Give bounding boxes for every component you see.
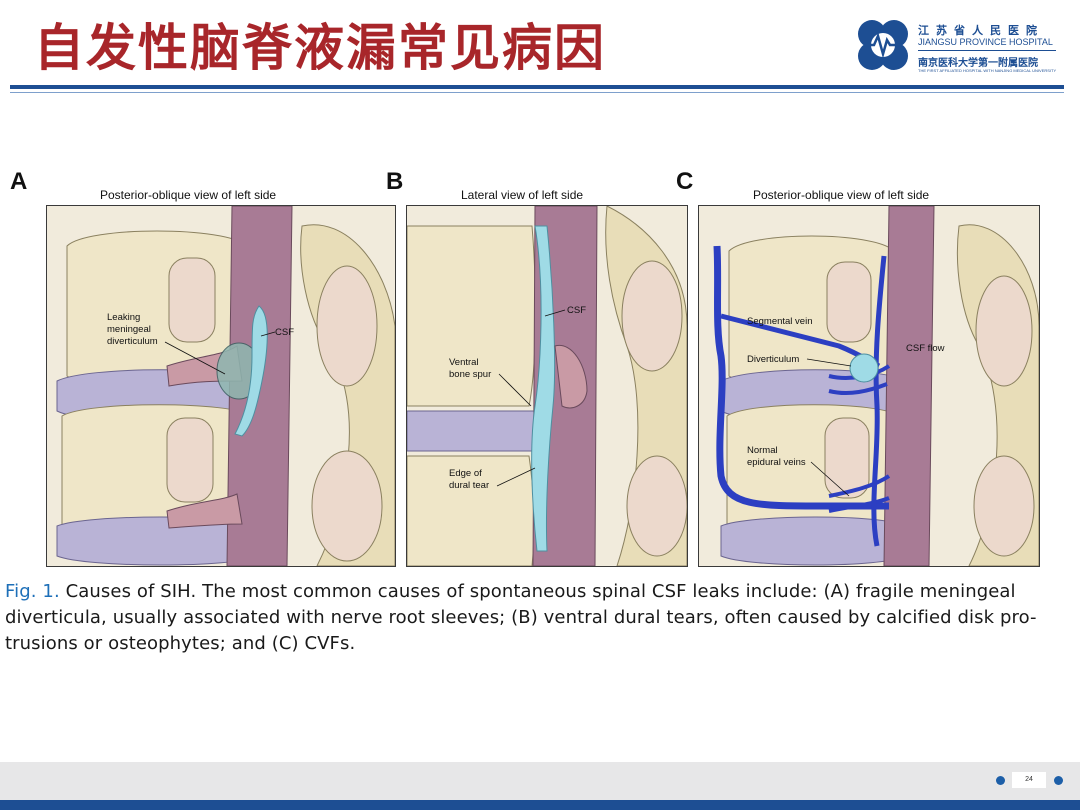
panel-b-illustration: CSF Ventral bone spur Edge of dural tear	[406, 205, 688, 567]
panel-c-label-csf-flow: CSF flow	[906, 343, 945, 354]
hospital-name-en: JIANGSU PROVINCE HOSPITAL	[918, 37, 1053, 47]
panel-a-label-leaking: Leaking	[107, 312, 140, 323]
panel-c-view-title: Posterior-oblique view of left side	[753, 188, 930, 202]
header-divider	[10, 85, 1064, 89]
hospital-logo-icon	[858, 20, 908, 70]
panel-c-letter: C	[676, 168, 694, 195]
logo-divider	[918, 50, 1056, 51]
panel-b-label-ventral: Ventral	[449, 357, 479, 368]
footer-bar	[0, 800, 1080, 810]
panel-a-view-title: Posterior-oblique view of left side	[100, 188, 277, 202]
panel-b-view-title: Lateral view of left side	[461, 188, 584, 202]
caption-line-2: diverticula, usually associated with ner…	[5, 607, 1037, 628]
panel-a-label-diverticulum: diverticulum	[107, 336, 158, 347]
hospital-logo: 江苏省人民医院 JIANGSU PROVINCE HOSPITAL 南京医科大学…	[856, 18, 1066, 74]
figure-caption: Fig. 1. Causes of SIH. The most common c…	[5, 579, 1065, 657]
university-name-en: THE FIRST AFFILIATED HOSPITAL WITH NANJI…	[918, 68, 1057, 73]
footer-dot-left-icon	[996, 776, 1005, 785]
header-divider-thin	[10, 92, 1064, 93]
panel-b-letter: B	[386, 168, 404, 195]
panel-a-letter: A	[10, 168, 28, 195]
slide-title: 自发性脑脊液漏常见病因	[34, 19, 606, 77]
panel-c-label-segmental-vein: Segmental vein	[747, 316, 812, 327]
caption-line-3: trusions or osteophytes; and (C) CVFs.	[5, 633, 356, 654]
figure-label: Fig. 1.	[5, 581, 60, 602]
page-number: 24	[1012, 772, 1046, 788]
university-name-cn: 南京医科大学第一附属医院	[918, 58, 1038, 69]
caption-line-1: Fig. 1. Causes of SIH. The most common c…	[5, 581, 1016, 602]
panel-b-label-dural-tear: dural tear	[449, 480, 489, 491]
panel-c-label-normal: Normal	[747, 445, 778, 456]
panel-b-label-csf: CSF	[567, 305, 586, 316]
panel-a-label-csf: CSF	[275, 327, 294, 338]
footer-band	[0, 762, 1080, 800]
panel-a-illustration: Leaking meningeal diverticulum CSF	[46, 205, 396, 567]
panel-a-label-meningeal: meningeal	[107, 324, 151, 335]
panel-b-label-edge-of: Edge of	[449, 468, 482, 479]
hospital-name-cn: 江苏省人民医院	[918, 24, 1044, 37]
panel-b-label-bone-spur: bone spur	[449, 369, 491, 380]
footer-dot-right-icon	[1054, 776, 1063, 785]
panel-c-label-epidural-veins: epidural veins	[747, 457, 806, 468]
panel-c-illustration: Segmental vein Diverticulum CSF flow Nor…	[698, 205, 1040, 567]
panel-c-label-diverticulum: Diverticulum	[747, 354, 799, 365]
